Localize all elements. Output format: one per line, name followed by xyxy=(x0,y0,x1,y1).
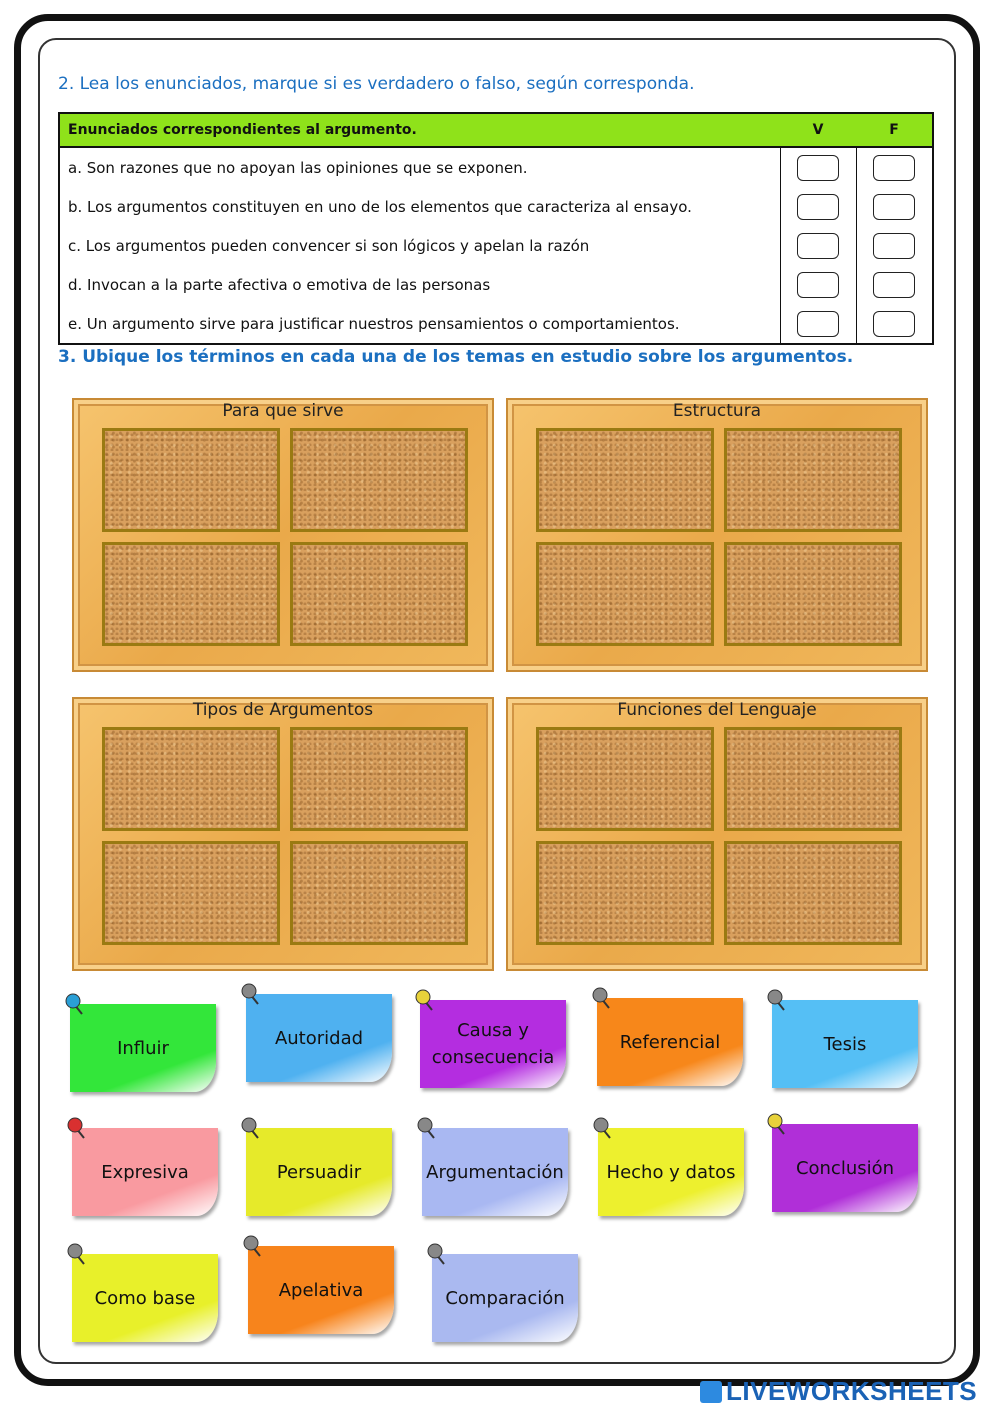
pushpin-icon xyxy=(241,983,259,1005)
column-f-header: F xyxy=(856,113,933,148)
liveworksheets-watermark: LIVEWORKSHEETS xyxy=(700,1376,977,1407)
answer-box-c-f[interactable] xyxy=(873,232,916,259)
sticky-note-label: Referencial xyxy=(619,1031,721,1053)
sticky-note[interactable]: Tesis xyxy=(772,1000,918,1088)
pushpin-icon xyxy=(241,1117,259,1139)
sticky-note[interactable]: Argumentación xyxy=(422,1128,568,1216)
sticky-note[interactable]: Autoridad xyxy=(246,994,392,1082)
sticky-note-label: Apelativa xyxy=(278,1279,364,1301)
drop-zone[interactable] xyxy=(290,542,468,646)
answer-box-e-f[interactable] xyxy=(873,310,916,337)
board-para-que-sirve: Para que sirve xyxy=(72,398,494,672)
table-row: d. Invocan a la parte afectiva o emotiva… xyxy=(59,265,933,304)
sticky-note-label: Como base xyxy=(94,1287,196,1309)
table-row: c. Los argumentos pueden convencer si so… xyxy=(59,226,933,265)
answer-box-d-f[interactable] xyxy=(873,271,916,298)
statement-d: d. Invocan a la parte afectiva o emotiva… xyxy=(68,275,491,294)
sticky-note[interactable]: Hecho y datos xyxy=(598,1128,744,1216)
table-row: b. Los argumentos constituyen en uno de … xyxy=(59,187,933,226)
table-row: a. Son razones que no apoyan las opinion… xyxy=(59,147,933,187)
pushpin-icon xyxy=(65,993,83,1015)
sticky-note[interactable]: Apelativa xyxy=(248,1246,394,1334)
statement-a: a. Son razones que no apoyan las opinion… xyxy=(68,158,528,177)
page-border-outer xyxy=(14,14,980,1386)
pushpin-icon xyxy=(67,1243,85,1265)
pushpin-icon xyxy=(767,1113,785,1135)
sticky-note[interactable]: Causa y consecuencia xyxy=(420,1000,566,1088)
drop-zone[interactable] xyxy=(724,428,902,532)
table-row: e. Un argumento sirve para justificar nu… xyxy=(59,304,933,344)
column-v-header: V xyxy=(780,113,856,148)
answer-box-b-f[interactable] xyxy=(873,193,916,220)
board-title: Tipos de Argumentos xyxy=(192,700,374,720)
pushpin-icon xyxy=(593,1117,611,1139)
drop-zone[interactable] xyxy=(102,542,280,646)
drop-zone[interactable] xyxy=(724,542,902,646)
pushpin-icon xyxy=(592,987,610,1009)
sticky-note[interactable]: Influir xyxy=(70,1004,216,1092)
sticky-note-label: Autoridad xyxy=(274,1027,364,1049)
sticky-note-label: Argumentación xyxy=(426,1161,564,1183)
drop-zone[interactable] xyxy=(290,428,468,532)
sticky-note-label: Persuadir xyxy=(276,1161,362,1183)
sticky-note-label: Hecho y datos xyxy=(606,1161,736,1183)
drop-zone[interactable] xyxy=(536,727,714,831)
pushpin-icon xyxy=(243,1235,261,1257)
sticky-note-label: Comparación xyxy=(445,1287,565,1309)
board-funciones-del-lenguaje: Funciones del Lenguaje xyxy=(506,697,928,971)
sticky-note[interactable]: Expresiva xyxy=(72,1128,218,1216)
drop-zone[interactable] xyxy=(102,428,280,532)
sticky-note-label: Tesis xyxy=(823,1033,867,1055)
sticky-note[interactable]: Persuadir xyxy=(246,1128,392,1216)
sticky-note-label: Expresiva xyxy=(101,1161,189,1183)
page-border-inner xyxy=(38,38,956,1364)
answer-box-a-f[interactable] xyxy=(873,154,916,181)
sticky-note-label: Influir xyxy=(117,1037,169,1059)
answer-box-e-v[interactable] xyxy=(797,310,839,337)
pushpin-icon xyxy=(767,989,785,1011)
answer-box-a-v[interactable] xyxy=(797,154,839,181)
drop-zone[interactable] xyxy=(536,542,714,646)
sticky-note[interactable]: Como base xyxy=(72,1254,218,1342)
board-estructura: Estructura xyxy=(506,398,928,672)
sticky-note-label: Conclusión xyxy=(795,1157,895,1179)
liveworksheets-logo-icon xyxy=(700,1381,722,1403)
answer-box-c-v[interactable] xyxy=(797,232,839,259)
true-false-table: Enunciados correspondientes al argumento… xyxy=(58,112,934,345)
board-tipos-de-argumentos: Tipos de Argumentos xyxy=(72,697,494,971)
drop-zone[interactable] xyxy=(290,841,468,945)
board-title: Funciones del Lenguaje xyxy=(617,700,817,720)
statement-b: b. Los argumentos constituyen en uno de … xyxy=(68,197,692,216)
sticky-note[interactable]: Referencial xyxy=(597,998,743,1086)
pushpin-icon xyxy=(417,1117,435,1139)
drop-zone[interactable] xyxy=(724,727,902,831)
sticky-note[interactable]: Comparación xyxy=(432,1254,578,1342)
pushpin-icon xyxy=(415,989,433,1011)
drop-zone[interactable] xyxy=(102,841,280,945)
drop-zone[interactable] xyxy=(102,727,280,831)
table-header: Enunciados correspondientes al argumento… xyxy=(59,113,780,148)
sticky-note[interactable]: Conclusión xyxy=(772,1124,918,1212)
drop-zone[interactable] xyxy=(290,727,468,831)
question-3-title: 3. Ubique los términos en cada una de lo… xyxy=(58,347,854,367)
pushpin-icon xyxy=(427,1243,445,1265)
answer-box-d-v[interactable] xyxy=(797,271,839,298)
board-title: Para que sirve xyxy=(222,401,344,421)
statement-e: e. Un argumento sirve para justificar nu… xyxy=(68,314,680,333)
drop-zone[interactable] xyxy=(536,428,714,532)
question-2-title: 2. Lea los enunciados, marque si es verd… xyxy=(58,74,695,94)
board-title: Estructura xyxy=(672,401,762,421)
drop-zone[interactable] xyxy=(724,841,902,945)
sticky-note-label: Causa y consecuencia xyxy=(431,1020,555,1068)
drop-zone[interactable] xyxy=(536,841,714,945)
pushpin-icon xyxy=(67,1117,85,1139)
statement-c: c. Los argumentos pueden convencer si so… xyxy=(68,236,590,255)
answer-box-b-v[interactable] xyxy=(797,193,839,220)
